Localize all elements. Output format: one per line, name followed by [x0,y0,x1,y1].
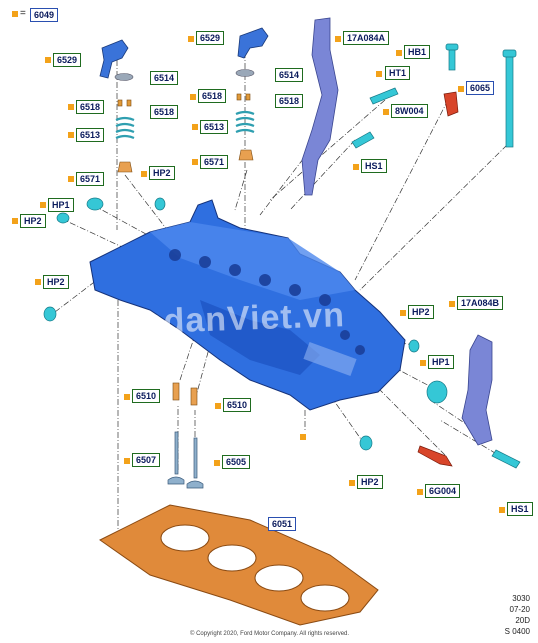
callout-hb1: HB1 [404,45,431,59]
cylinder-head-6049 [89,199,406,411]
title-block-line-4: S 0400 [504,627,530,636]
callout-6065: 6065 [466,81,495,95]
callout-6518a: 6518 [76,100,105,114]
callout-8w004: 8W004 [391,104,428,118]
sensors [417,91,459,467]
callout-6529a: 6529 [53,53,82,67]
callout-6g004: 6G004 [425,484,461,498]
callout-hp2c: HP2 [43,275,69,289]
head-gasket-6051 [99,504,379,626]
retainers-6514 [114,69,255,81]
callout-6510a: 6510 [132,389,161,403]
callout-ht1: HT1 [385,66,411,80]
valves [167,431,204,489]
copyright-footer: © Copyright 2020, Ford Motor Company. Al… [190,631,350,637]
callout-hp2b: HP2 [20,214,46,228]
title-block-line-3: 20D [515,616,530,625]
callout-6529b: 6529 [196,31,225,45]
title-block-line-1: 3030 [512,594,530,603]
callout-hp1b: HP1 [428,355,454,369]
bracket-17a084a [301,17,339,196]
tappets-6510 [172,382,198,406]
callout-6051: 6051 [268,517,297,531]
rocker-arms-6529 [99,27,269,79]
callout-6514b: 6514 [275,68,304,82]
callout-6513b: 6513 [200,120,229,134]
part-key-swatch [12,11,18,17]
plugs [43,197,448,451]
title-block-line-2: 07-20 [509,605,530,614]
bracket-17a084b [461,334,493,446]
legend-equals: = [20,8,26,19]
callout-6513a: 6513 [76,128,105,142]
callout-17a084a: 17A084A [343,31,390,45]
callout-hp2d: HP2 [408,305,434,319]
callout-6518d: 6518 [275,94,304,108]
legend-code: 6049 [30,8,59,22]
valve-seals-6571 [117,149,254,173]
callout-hp1a: HP1 [48,198,74,212]
callout-6518b: 6518 [150,105,179,119]
callout-hs1a: HS1 [361,159,387,173]
callout-hp2e: HP2 [357,475,383,489]
watermark: SedanViet.vn [119,296,346,342]
callout-6514a: 6514 [150,71,179,85]
valve-springs-6513 [115,110,255,140]
keepers-6518 [117,93,251,107]
callout-6505: 6505 [222,455,251,469]
callout-hp2a: HP2 [149,166,175,180]
callout-6510b: 6510 [223,398,252,412]
part-marker [300,434,306,440]
callout-17a084b: 17A084B [457,296,504,310]
callout-hs1b: HS1 [507,502,533,516]
callout-6518c: 6518 [198,89,227,103]
callout-6571a: 6571 [76,172,105,186]
bolts [351,43,521,469]
callout-6571b: 6571 [200,155,229,169]
callout-6507: 6507 [132,453,161,467]
